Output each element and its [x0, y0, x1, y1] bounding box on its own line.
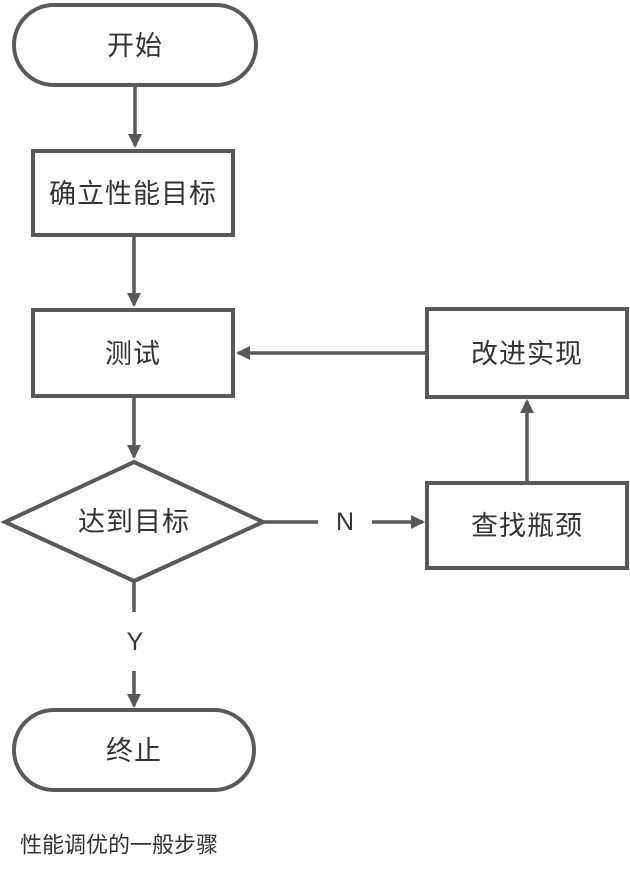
start-terminator-shape [12, 3, 258, 87]
goal-reached-label: 达到目标 [78, 507, 190, 537]
node-improve: 改进实现 [425, 307, 629, 399]
diagram-caption: 性能调优的一般步骤 [20, 833, 218, 858]
node-start: 开始 [12, 3, 258, 87]
edge-label-yes: Y [127, 628, 144, 656]
improve-label: 改进实现 [471, 339, 583, 369]
goal-reached-decision-shape [0, 459, 268, 584]
set-goal-label: 确立性能目标 [49, 179, 217, 209]
node-find-bottleneck: 查找瓶颈 [425, 481, 629, 570]
end-label: 终止 [106, 736, 162, 766]
test-process-shape [31, 308, 235, 398]
end-terminator-shape [12, 708, 256, 792]
node-test: 测试 [31, 308, 235, 398]
node-goal-reached: 达到目标 [0, 459, 268, 584]
node-end: 终止 [12, 708, 256, 792]
find-bottleneck-label: 查找瓶颈 [471, 511, 583, 541]
find-bottleneck-process-shape [425, 481, 629, 570]
node-set-goal: 确立性能目标 [31, 149, 235, 237]
test-label: 测试 [105, 339, 161, 369]
edge-label-no: N [336, 508, 354, 536]
improve-process-shape [425, 307, 629, 399]
start-label: 开始 [107, 31, 163, 61]
set-goal-process-shape [31, 149, 235, 237]
